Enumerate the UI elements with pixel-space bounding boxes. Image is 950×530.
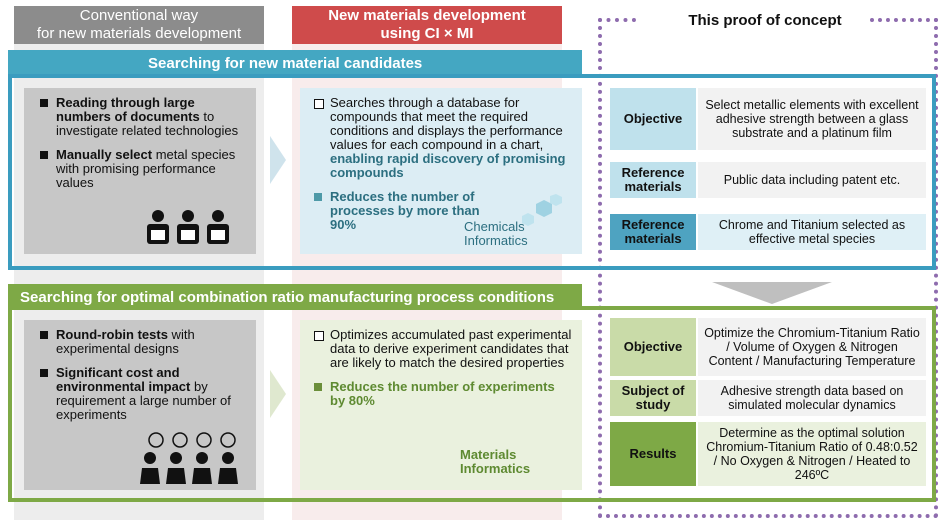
band1-row-objective: Objective Select metallic elements with … bbox=[610, 88, 926, 150]
band2-mid-bullet-2: Reduces the number of experiments by 80% bbox=[312, 380, 572, 408]
band2-row2-label: Subject of study bbox=[610, 380, 696, 416]
band1-title: Searching for new material candidates bbox=[148, 54, 423, 72]
band1-left-b1-rest: to investigate related technologies bbox=[56, 109, 239, 138]
band2-poc-table: Objective Optimize the Chromium-Titanium… bbox=[610, 318, 926, 486]
mi-logo-line1: Materials bbox=[460, 447, 517, 462]
band1-row-reference-2: Reference materials Chrome and Titanium … bbox=[610, 214, 926, 250]
band2-mid-b2: Reduces the number of experiments by 80% bbox=[330, 379, 555, 408]
band1-row2-value: Public data including patent etc. bbox=[698, 162, 926, 198]
band2-mid-bullet-1: Optimizes accumulated past experimental … bbox=[312, 328, 572, 370]
ci-logo-line1: Chemicals bbox=[464, 219, 525, 234]
hexagon-cluster-icon bbox=[522, 194, 562, 226]
band1-mid-b1-bold: enabling rapid discovery of promising co… bbox=[330, 151, 566, 180]
band1-left-b2-rest: metal species with promising performance… bbox=[56, 147, 236, 190]
band1-row2-label: Reference materials bbox=[610, 162, 696, 198]
materials-informatics-logo: Materials Informatics bbox=[460, 448, 560, 476]
band2-left-bullet-1: Round-robin tests with experimental desi… bbox=[38, 328, 246, 356]
poc-title: This proof of concept bbox=[688, 12, 842, 29]
band1-mid-bullet-2: Reduces the number of processes by more … bbox=[312, 190, 482, 232]
band2-chevron bbox=[270, 370, 286, 418]
band1-ci-box: Searches through a database for compound… bbox=[300, 88, 582, 254]
band1-mid-bullet-1: Searches through a database for compound… bbox=[312, 96, 572, 180]
band2-row3-label: Results bbox=[610, 422, 696, 486]
band2-row-results: Results Determine as the optimal solutio… bbox=[610, 422, 926, 486]
band2-row1-label: Objective bbox=[610, 318, 696, 376]
band2-mi-box: Optimizes accumulated past experimental … bbox=[300, 320, 582, 490]
band2-left-b2-rest: by requirement a large number of experim… bbox=[56, 379, 231, 422]
band1-chevron-1 bbox=[270, 136, 286, 184]
poc-dotted-top-right bbox=[870, 18, 938, 22]
band2-title-bar: Searching for optimal combination ratio … bbox=[8, 284, 582, 310]
band1-left-bullet-1: Reading through large numbers of documen… bbox=[38, 96, 246, 138]
mi-logo-line2: Informatics bbox=[460, 461, 531, 476]
band1-left-b1-bold: Reading through large numbers of documen… bbox=[56, 95, 200, 124]
band2-left-bullet-2: Significant cost and environmental impac… bbox=[38, 366, 246, 422]
band1-mid-b1-plain: Searches through a database for compound… bbox=[330, 95, 563, 152]
band1-mid-b2: Reduces the number of processes by more … bbox=[330, 189, 480, 232]
band2-row3-value: Determine as the optimal solution Chromi… bbox=[698, 422, 926, 486]
band2-row-objective: Objective Optimize the Chromium-Titanium… bbox=[610, 318, 926, 376]
band2-row1-value: Optimize the Chromium-Titanium Ratio / V… bbox=[698, 318, 926, 376]
people-thinking-icon bbox=[140, 432, 238, 484]
band2-conventional-box: Round-robin tests with experimental desi… bbox=[24, 320, 256, 490]
new-dev-header: New materials development using CI × MI bbox=[292, 6, 562, 44]
people-reading-icon bbox=[147, 210, 229, 244]
conventional-header: Conventional way for new materials devel… bbox=[14, 6, 264, 44]
band2-row2-value: Adhesive strength data based on simulate… bbox=[698, 380, 926, 416]
band2-left-b2-bold: Significant cost and environmental impac… bbox=[56, 365, 191, 394]
band1-row1-value: Select metallic elements with excellent … bbox=[698, 88, 926, 150]
band2-left-b1-rest: with experimental designs bbox=[56, 327, 195, 356]
band2-frame bbox=[8, 306, 936, 502]
band2-row-subject: Subject of study Adhesive strength data … bbox=[610, 380, 926, 416]
ci-logo-line2: Informatics bbox=[464, 233, 528, 248]
poc-dotted-top-left bbox=[598, 18, 636, 22]
band2-title: Searching for optimal combination ratio … bbox=[20, 288, 555, 306]
band1-frame bbox=[8, 74, 936, 270]
conventional-header-text: Conventional way for new materials devel… bbox=[36, 7, 242, 42]
down-arrow bbox=[712, 282, 832, 304]
band2-mid-b1: Optimizes accumulated past experimental … bbox=[330, 327, 572, 370]
band1-row3-value: Chrome and Titanium selected as effectiv… bbox=[698, 214, 926, 250]
band1-row-reference-1: Reference materials Public data includin… bbox=[610, 162, 926, 198]
band1-conventional-box: Reading through large numbers of documen… bbox=[24, 88, 256, 254]
band1-row3-label: Reference materials bbox=[610, 214, 696, 250]
band1-left-b2-bold: Manually select bbox=[56, 147, 153, 162]
band2-left-b1-bold: Round-robin tests bbox=[56, 327, 168, 342]
band1-title-bar: Searching for new material candidates bbox=[8, 50, 582, 76]
band1-poc-table: Objective Select metallic elements with … bbox=[610, 88, 926, 250]
band1-row1-label: Objective bbox=[610, 88, 696, 150]
new-dev-header-text: New materials development using CI × MI bbox=[328, 7, 526, 42]
band1-left-bullet-2: Manually select metal species with promi… bbox=[38, 148, 246, 190]
